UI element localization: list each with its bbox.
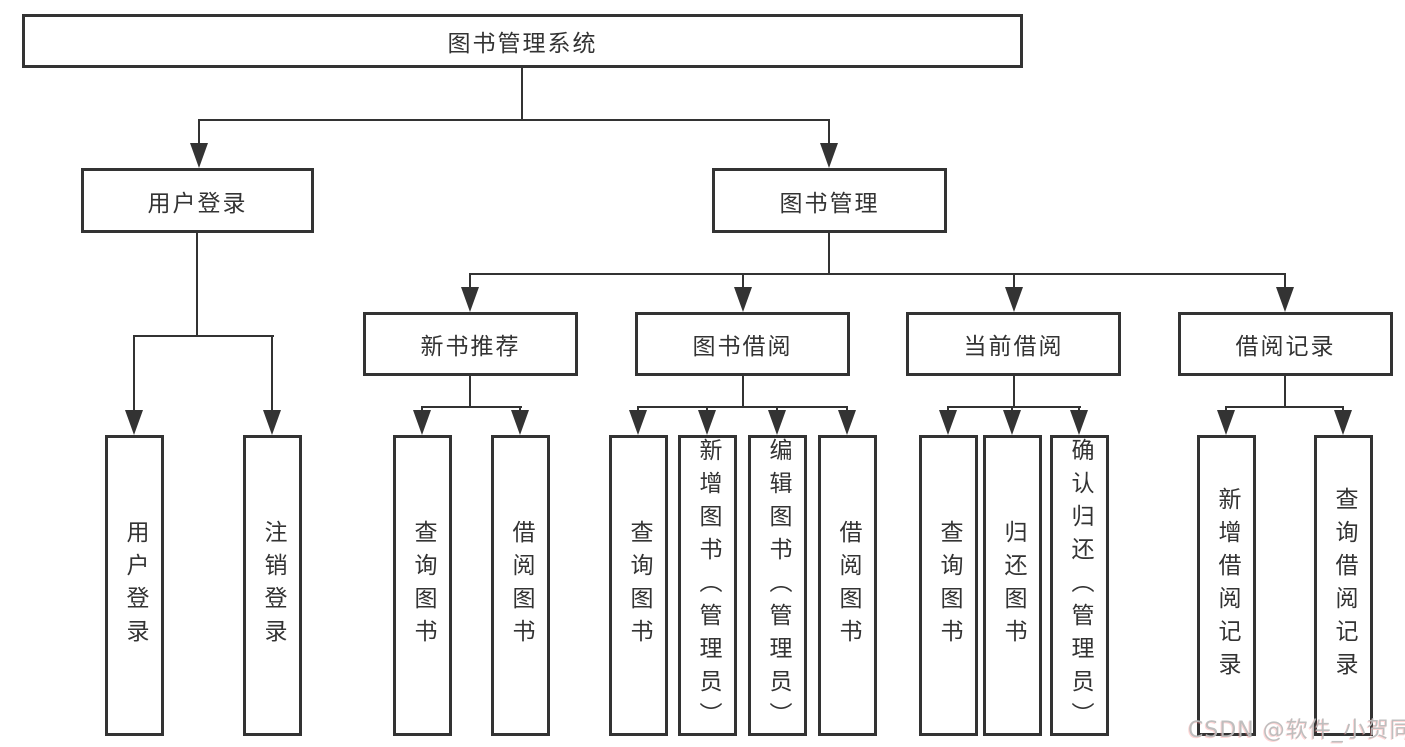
arrowhead-down-icon: [413, 410, 431, 435]
connector-book-borrow-stem: [742, 375, 744, 407]
node-book-borrow-label: 图书借阅: [692, 334, 793, 360]
leaf-query-books-3: 查询图书: [919, 435, 978, 736]
leaf-borrow-books-2-label: 借阅图书: [835, 519, 861, 652]
arrowhead-down-icon: [511, 410, 529, 435]
leaf-user-login-label: 用户登录: [122, 519, 148, 652]
leaf-add-borrow-record-label: 新增借阅记录: [1214, 486, 1240, 685]
arrowhead-down-icon: [939, 410, 957, 435]
connector-group-branch: [947, 406, 1081, 408]
connector-new-book-stem: [469, 375, 471, 407]
leaf-user-login: 用户登录: [105, 435, 164, 736]
connector-user-login-branch: [133, 335, 274, 337]
connector-group-branch: [637, 406, 848, 408]
leaf-query-books-2-label: 查询图书: [626, 519, 652, 652]
connector-drop-level3: [469, 273, 471, 291]
arrowhead-down-icon: [698, 410, 716, 435]
arrowhead-down-icon: [1334, 410, 1352, 435]
arrowhead-down-icon: [1005, 287, 1023, 312]
arrowhead-down-icon: [838, 410, 856, 435]
node-borrow-records-label: 借阅记录: [1235, 334, 1336, 360]
leaf-logout-label: 注销登录: [260, 519, 286, 652]
node-book-management: 图书管理: [712, 168, 947, 233]
node-borrow-records: 借阅记录: [1178, 312, 1393, 376]
leaf-borrow-books-1: 借阅图书: [491, 435, 550, 736]
node-current-borrow-label: 当前借阅: [963, 334, 1064, 360]
connector-book-management-stem: [828, 233, 830, 275]
leaf-add-borrow-record: 新增借阅记录: [1197, 435, 1256, 736]
node-root-label: 图书管理系统: [447, 31, 598, 57]
arrowhead-down-icon: [125, 410, 143, 435]
leaf-query-borrow-record-label: 查询借阅记录: [1331, 486, 1357, 685]
leaf-confirm-return-admin-label: 确认归还（管理员）: [1067, 438, 1093, 735]
connector-user-login-stem: [196, 233, 198, 335]
connector-drop-book-management: [828, 119, 830, 147]
arrowhead-down-icon: [263, 410, 281, 435]
node-user-login-label: 用户登录: [147, 190, 248, 217]
leaf-add-books-admin-label: 新增图书（管理员）: [695, 438, 721, 735]
leaf-confirm-return-admin: 确认归还（管理员）: [1050, 435, 1109, 736]
leaf-return-books: 归还图书: [983, 435, 1042, 736]
arrowhead-down-icon: [1276, 287, 1294, 312]
arrowhead-down-icon: [768, 410, 786, 435]
leaf-query-books-3-label: 查询图书: [936, 519, 962, 652]
connector-drop-leaf: [133, 335, 135, 415]
arrowhead-down-icon: [734, 287, 752, 312]
leaf-edit-books-admin-label: 编辑图书（管理员）: [765, 438, 791, 735]
connector-drop-level3: [742, 273, 744, 291]
connector-drop-user-login: [198, 119, 200, 147]
connector-root-stem: [521, 68, 523, 120]
leaf-logout: 注销登录: [243, 435, 302, 736]
connector-group-branch: [1225, 406, 1344, 408]
leaf-return-books-label: 归还图书: [1000, 519, 1026, 652]
connector-drop-level3: [1013, 273, 1015, 291]
leaf-edit-books-admin: 编辑图书（管理员）: [748, 435, 807, 736]
connector-drop-leaf: [271, 335, 273, 415]
leaf-query-books-2: 查询图书: [609, 435, 668, 736]
arrowhead-down-icon: [461, 287, 479, 312]
connector-drop-level3: [1284, 273, 1286, 291]
leaf-query-books-1-label: 查询图书: [410, 519, 436, 652]
arrowhead-down-icon: [629, 410, 647, 435]
node-book-management-label: 图书管理: [779, 190, 880, 217]
arrowhead-down-icon: [1003, 410, 1021, 435]
node-root: 图书管理系统: [22, 14, 1023, 68]
connector-level2-branch: [198, 119, 830, 121]
connector-current-borrow-stem: [1013, 375, 1015, 407]
arrowhead-down-icon: [1070, 410, 1088, 435]
arrowhead-down-icon: [820, 143, 838, 168]
csdn-watermark: CSDN @软件_小贺同学: [1188, 718, 1405, 743]
leaf-query-borrow-record: 查询借阅记录: [1314, 435, 1373, 736]
connector-group-branch: [421, 406, 522, 408]
node-user-login: 用户登录: [81, 168, 314, 233]
leaf-borrow-books-2: 借阅图书: [818, 435, 877, 736]
arrowhead-down-icon: [1217, 410, 1235, 435]
leaf-borrow-books-1-label: 借阅图书: [508, 519, 534, 652]
connector-level3-branch: [469, 273, 1286, 275]
leaf-add-books-admin: 新增图书（管理员）: [678, 435, 737, 736]
node-new-book-recommend-label: 新书推荐: [420, 334, 521, 360]
node-new-book-recommend: 新书推荐: [363, 312, 578, 376]
arrowhead-down-icon: [190, 143, 208, 168]
node-book-borrow: 图书借阅: [635, 312, 850, 376]
leaf-query-books-1: 查询图书: [393, 435, 452, 736]
node-current-borrow: 当前借阅: [906, 312, 1121, 376]
connector-borrow-records-stem: [1284, 375, 1286, 407]
